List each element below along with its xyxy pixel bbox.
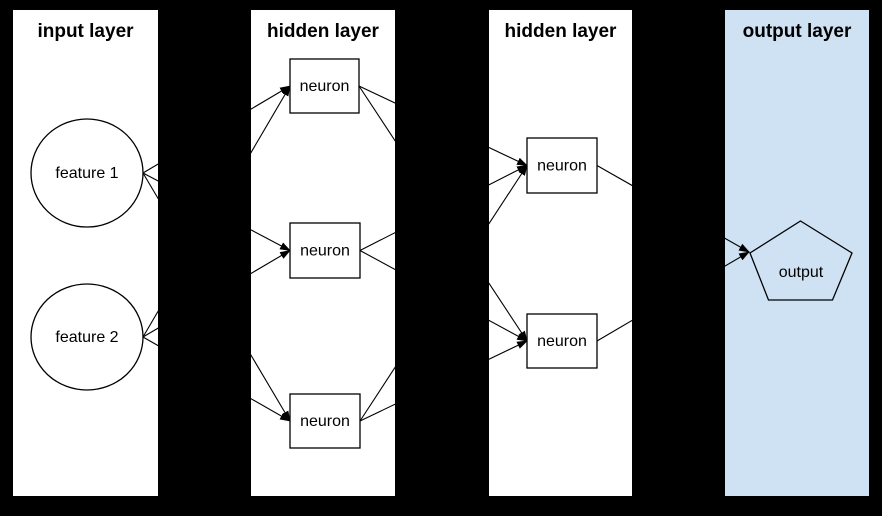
node-shape-rect: [526, 313, 598, 369]
node-shape-rect: [289, 393, 361, 449]
edge-feature1-h1-neuron3: [142, 172, 291, 422]
node-label: neuron: [300, 78, 350, 95]
node-h1-neuron2: neuron: [289, 222, 361, 279]
layer-title: output layer: [743, 21, 852, 42]
edge-h1-neuron2-h2-neuron1: [359, 165, 528, 251]
node-shape-ellipse: [30, 118, 144, 228]
edge-feature2-h1-neuron3: [142, 336, 291, 422]
node-shape-pentagon: [749, 220, 853, 301]
node-label: output: [779, 264, 824, 281]
edge-h1-neuron1-h2-neuron1: [358, 85, 528, 166]
node-h2-neuron2: neuron: [526, 313, 598, 369]
layer-panel-rect: [489, 10, 632, 496]
node-label: neuron: [537, 333, 587, 350]
layer-panel-rect: [13, 10, 158, 496]
node-label: feature 1: [55, 165, 118, 182]
node-shape-rect: [526, 137, 598, 194]
edge-h2-neuron2-output-node: [596, 251, 750, 342]
edges-group: [142, 85, 750, 422]
node-shape-ellipse: [30, 283, 144, 391]
layer-panel-output: output layer: [725, 10, 869, 496]
edge-h2-neuron1-output-node: [596, 165, 750, 253]
layer-panel-hidden2: hidden layer: [489, 10, 632, 496]
node-label: feature 2: [55, 329, 118, 346]
node-shape-rect: [289, 58, 360, 114]
layer-title: hidden layer: [505, 21, 618, 42]
node-label: neuron: [537, 158, 587, 175]
edge-h1-neuron3-h2-neuron2: [359, 340, 528, 422]
edge-h1-neuron2-h2-neuron2: [359, 250, 528, 342]
edge-feature2-h1-neuron1: [142, 85, 291, 338]
node-label: neuron: [300, 243, 350, 260]
node-feature2: feature 2: [30, 283, 144, 391]
node-h2-neuron1: neuron: [526, 137, 598, 194]
edge-h1-neuron1-h2-neuron2: [358, 85, 528, 342]
node-h1-neuron3: neuron: [289, 393, 361, 449]
layer-panel-input: input layer: [13, 10, 158, 496]
layer-title: input layer: [37, 21, 134, 42]
edge-feature2-h1-neuron2: [142, 249, 291, 338]
edge-feature1-h1-neuron1: [142, 85, 291, 174]
edge-h1-neuron3-h2-neuron1: [359, 164, 528, 422]
node-shape-rect: [289, 222, 361, 279]
layer-title: hidden layer: [267, 21, 380, 42]
node-feature1: feature 1: [30, 118, 144, 228]
node-h1-neuron1: neuron: [289, 58, 360, 114]
node-output-node: output: [749, 220, 853, 301]
node-label: neuron: [300, 413, 350, 430]
